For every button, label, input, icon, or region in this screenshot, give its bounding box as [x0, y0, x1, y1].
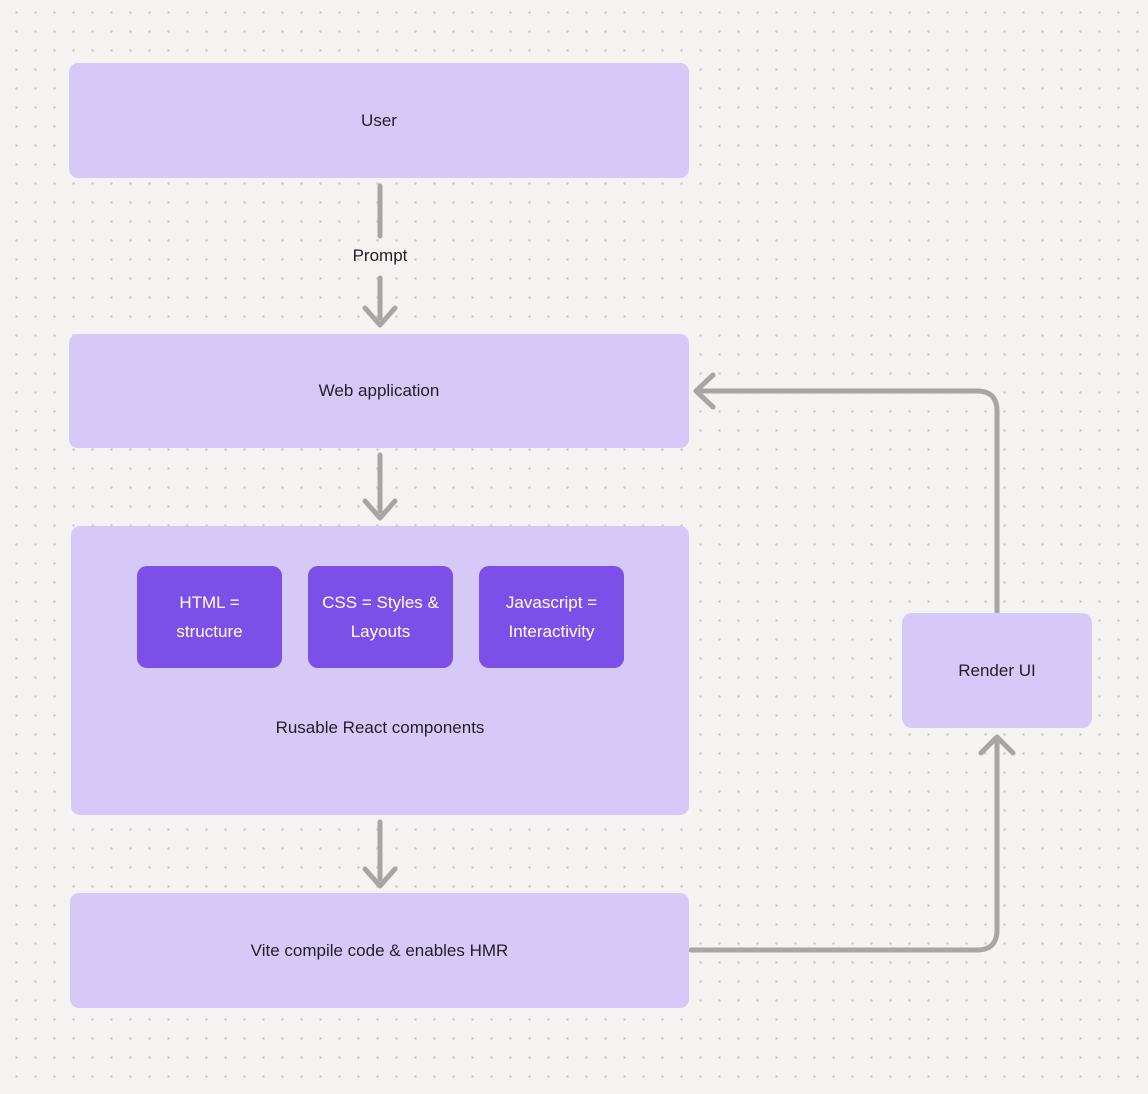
arrow-head-left: [693, 372, 716, 410]
node-css: CSS = Styles & Layouts: [308, 566, 453, 668]
arrow-head-down: [362, 305, 398, 328]
arrow-head-down: [362, 866, 398, 889]
node-web-application: Web application: [69, 334, 689, 448]
edge-label-prompt: Prompt: [352, 246, 408, 265]
node-html: HTML = structure: [137, 566, 282, 668]
node-html-label: HTML = structure: [176, 593, 243, 641]
arrow-render-ui-to-web-application: [693, 372, 1000, 615]
node-css-label: CSS = Styles & Layouts: [322, 593, 439, 641]
arrow-shaft: [698, 388, 1000, 615]
group-react-components: HTML = structure CSS = Styles & Layouts …: [71, 526, 689, 815]
node-vite-label: Vite compile code & enables HMR: [250, 940, 509, 960]
arrow-head-up: [978, 734, 1016, 756]
group-caption: Rusable React components: [275, 718, 485, 737]
node-web-application-label: Web application: [318, 381, 440, 400]
node-vite: Vite compile code & enables HMR: [70, 893, 689, 1008]
arrow-head-down: [362, 498, 398, 521]
node-render-ui: Render UI: [902, 613, 1092, 728]
arrow-components-to-vite: [362, 819, 398, 889]
node-javascript: Javascript = Interactivity: [479, 566, 624, 668]
node-render-ui-label: Render UI: [958, 660, 1036, 680]
arrow-shaft: [688, 739, 1000, 953]
node-user-label: User: [361, 110, 397, 130]
arrow-web-application-to-components: [362, 452, 398, 521]
component-row: HTML = structure CSS = Styles & Layouts …: [137, 566, 624, 668]
node-javascript-label: Javascript = Interactivity: [505, 593, 598, 641]
arrow-vite-to-render-ui: [688, 734, 1016, 953]
node-user: User: [69, 63, 689, 178]
